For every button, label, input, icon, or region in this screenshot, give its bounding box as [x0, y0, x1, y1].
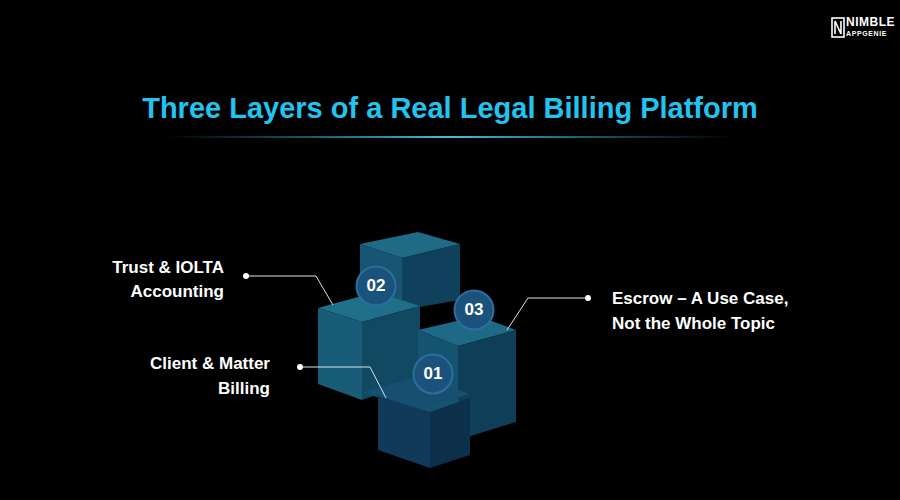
- diagram-title: Three Layers of a Real Legal Billing Pla…: [0, 90, 900, 126]
- layer-label: Escrow – A Use Case, Not the Whole Topic: [612, 286, 812, 336]
- callout-text: 02: [367, 276, 386, 296]
- layer-label: Trust & IOLTA Accounting: [84, 256, 224, 304]
- callout-number: 02: [355, 265, 397, 307]
- callout-number: 03: [453, 289, 495, 331]
- layer-label: Client & Matter Billing: [125, 351, 270, 401]
- title-underline: [165, 136, 735, 138]
- logo-subtitle: APPGENIE: [846, 29, 896, 38]
- logo-wordmark: NIMBLE: [846, 15, 896, 29]
- logo-icon: [832, 18, 844, 37]
- stacked-blocks: [318, 232, 516, 468]
- callout-number: 01: [412, 353, 454, 395]
- leader-dots: [243, 273, 591, 370]
- leader-lines: [246, 276, 588, 398]
- callout-text: 01: [424, 364, 443, 384]
- callout-text: 03: [465, 300, 484, 320]
